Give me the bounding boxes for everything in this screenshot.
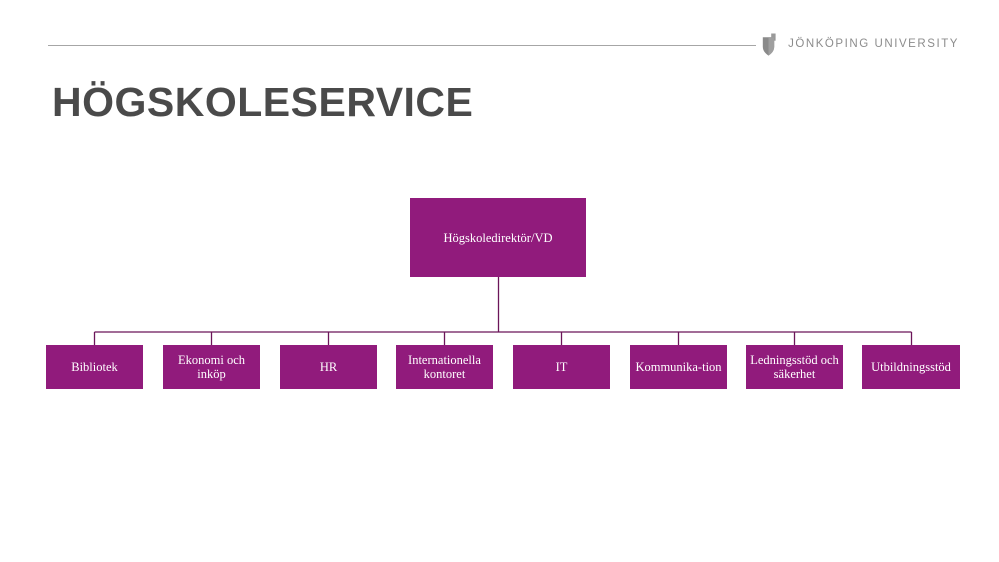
shield-icon	[762, 33, 779, 57]
org-node-bibliotek[interactable]: Bibliotek	[46, 345, 143, 389]
org-node-hr[interactable]: HR	[280, 345, 377, 389]
org-node-ekonomi-och-inkop[interactable]: Ekonomi och inköp	[163, 345, 260, 389]
slide-header: JÖNKÖPING UNIVERSITY	[0, 0, 999, 70]
header-divider-rule	[48, 45, 756, 46]
page-title: HÖGSKOLESERVICE	[52, 79, 474, 125]
org-node-internationella-kontoret[interactable]: Internationella kontoret	[396, 345, 493, 389]
org-node-utbildningsstod[interactable]: Utbildningsstöd	[862, 345, 960, 389]
brand-logo: JÖNKÖPING UNIVERSITY	[762, 33, 959, 57]
org-node-ledningsstod-och-sakerhet[interactable]: Ledningsstöd och säkerhet	[746, 345, 843, 389]
org-node-it[interactable]: IT	[513, 345, 610, 389]
org-node-root[interactable]: Högskoledirektör/VD	[410, 198, 586, 277]
brand-wordmark: JÖNKÖPING UNIVERSITY	[788, 38, 959, 51]
org-node-kommunikation[interactable]: Kommunika-tion	[630, 345, 727, 389]
